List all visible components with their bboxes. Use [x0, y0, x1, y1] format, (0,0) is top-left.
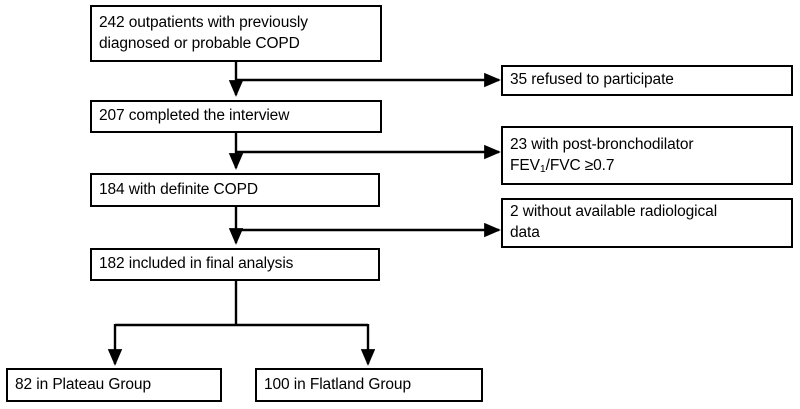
node-enrolled-label: 242 outpatients with previously diagnose…	[99, 13, 308, 52]
node-enrolled: 242 outpatients with previously diagnose…	[90, 5, 382, 62]
node-fev-ratio-prefix: 23 with post-bronchodilator FEV	[510, 135, 694, 174]
node-definite-copd-label: 184 with definite COPD	[99, 180, 258, 198]
node-refused-label: 35 refused to participate	[510, 71, 674, 89]
node-fev-ratio-subscript: 1	[539, 163, 546, 176]
node-plateau-group: 82 in Plateau Group	[6, 368, 222, 402]
node-definite-copd: 184 with definite COPD	[90, 173, 380, 207]
node-fev-ratio-label: 23 with post-bronchodilator FEV1/FVC ≥0.…	[510, 135, 784, 176]
node-final-analysis-label: 182 included in final analysis	[99, 255, 294, 273]
node-refused: 35 refused to participate	[501, 65, 793, 96]
node-interviewed: 207 completed the interview	[90, 100, 382, 133]
node-interviewed-label: 207 completed the interview	[99, 107, 290, 125]
node-flatland-group-label: 100 in Flatland Group	[264, 375, 411, 393]
node-no-radiology: 2 without available radiological data	[501, 198, 793, 248]
node-no-radiology-label: 2 without available radiological data	[510, 203, 718, 241]
node-fev-ratio-suffix: /FVC ≥0.7	[545, 156, 615, 174]
node-fev-ratio: 23 with post-bronchodilator FEV1/FVC ≥0.…	[501, 126, 793, 185]
node-flatland-group: 100 in Flatland Group	[255, 368, 483, 402]
node-final-analysis: 182 included in final analysis	[90, 248, 380, 281]
node-plateau-group-label: 82 in Plateau Group	[15, 375, 151, 393]
